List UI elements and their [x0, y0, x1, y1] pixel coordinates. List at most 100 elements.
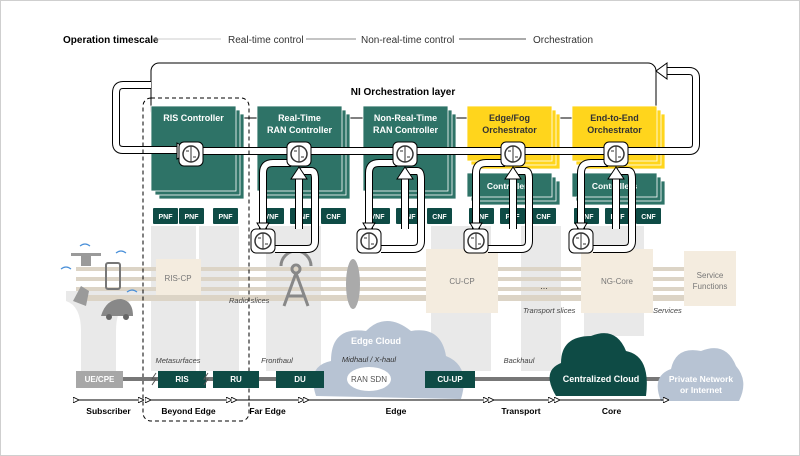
control-arrowhead	[504, 166, 522, 180]
network-function-label: PNF	[185, 214, 200, 221]
ran-sdn-label: RAN SDN	[351, 375, 387, 384]
services-label: Services	[653, 306, 682, 315]
ru-label: RU	[230, 375, 242, 384]
brain-icon	[364, 233, 374, 249]
network-function-box	[213, 208, 238, 224]
cu-cp-label: CU-CP	[449, 277, 474, 286]
region-label: Beyond Edge	[161, 406, 216, 416]
ue-node	[76, 371, 123, 388]
phone-icon	[105, 262, 121, 290]
control-link	[366, 160, 397, 229]
beyond-edge-dashed-outline	[142, 97, 250, 422]
timescale-realtime: Real-time control	[228, 35, 304, 46]
controller-title: Non-Real-Time	[374, 113, 437, 123]
network-function-box	[531, 208, 556, 224]
timescale-orchestration: Orchestration	[533, 35, 593, 46]
brain-icon	[611, 146, 621, 162]
service-functions-label: Functions	[693, 282, 728, 291]
control-arrowhead	[607, 166, 625, 180]
edge-cloud-label: Edge Cloud	[351, 336, 401, 346]
brain-icon	[258, 233, 268, 249]
orchestration-label: NI Orchestration layer	[351, 87, 456, 98]
drone-icon	[71, 253, 101, 256]
centralized-cloud-label: Centralized Cloud	[563, 374, 640, 384]
drone-icon	[81, 256, 91, 266]
network-function-label: VNF	[265, 214, 280, 221]
robot-arm-icon	[73, 286, 89, 306]
region-label: Far Edge	[249, 406, 286, 416]
centralized-cloud	[549, 333, 647, 396]
controller-title: RAN Controller	[267, 125, 332, 135]
ris-cp-box	[156, 259, 201, 295]
network-function-label: VNF	[371, 214, 386, 221]
network-function-label: VNF	[475, 214, 490, 221]
brain-icon	[508, 146, 518, 162]
control-arrowhead	[362, 222, 376, 234]
midhaul-label: Midhaul / X-haul	[342, 355, 397, 364]
control-link	[578, 160, 608, 229]
region-label: Core	[602, 406, 622, 416]
ellipsis: ...	[540, 281, 548, 291]
network-function-label: CNF	[432, 214, 447, 221]
cu-cp-box	[426, 249, 498, 313]
control-arrowhead	[396, 166, 414, 180]
service-functions-box	[684, 251, 736, 306]
control-arrowhead	[256, 222, 270, 234]
device-icons	[71, 253, 133, 320]
controller-title: End-to-End	[590, 113, 639, 123]
du-label: DU	[294, 375, 306, 384]
network-function-box	[153, 208, 178, 224]
fronthaul-label: Fronthaul	[261, 356, 293, 365]
transport-slices-label: Transport slices	[523, 306, 576, 315]
service-functions-label: Service	[697, 271, 724, 280]
network-function-label: CNF	[536, 214, 551, 221]
region-label: Edge	[386, 406, 407, 416]
ran-sdn-cloud	[347, 367, 391, 391]
ris-cp-label: RIS-CP	[164, 274, 191, 283]
brain-icon	[471, 233, 481, 249]
controller-title: Orchestrator	[482, 125, 537, 135]
wireless-bolt-icon	[151, 372, 209, 386]
ris-label: RIS	[175, 375, 189, 384]
private-network-cloud	[657, 348, 744, 401]
controller-title: Real-Time	[278, 113, 321, 123]
cu-up-label: CU-UP	[437, 375, 463, 384]
cu-up-node	[425, 371, 475, 388]
controller-title: Edge/Fog	[489, 113, 530, 123]
metasurfaces-label: Metasurfaces	[155, 356, 200, 365]
private-network-label: or Internet	[680, 385, 722, 395]
region-label: Transport	[501, 406, 540, 416]
controller-title: RAN Controller	[373, 125, 438, 135]
brain-icon	[400, 146, 410, 162]
car-icon	[101, 299, 133, 316]
network-function-box	[179, 208, 204, 224]
network-function-label: CNF	[641, 214, 656, 221]
network-function-box	[321, 208, 346, 224]
network-function-box	[636, 208, 661, 224]
network-function-label: VNF	[580, 214, 595, 221]
brain-icon	[576, 233, 586, 249]
control-arrowhead	[469, 222, 483, 234]
ng-core-label: NG-Core	[601, 277, 634, 286]
region-label: Subscriber	[86, 406, 131, 416]
controller-title: RIS Controller	[163, 113, 224, 123]
ris-node	[158, 371, 206, 388]
backhaul-label: Backhaul	[504, 356, 535, 365]
network-function-label: PNF	[159, 214, 174, 221]
brain-icon	[186, 146, 196, 162]
wifi-icons	[60, 243, 138, 293]
control-link	[260, 160, 291, 229]
control-arrowhead	[574, 222, 588, 234]
control-link	[473, 160, 505, 229]
timescale-nonrealtime: Non-real-time control	[361, 35, 454, 46]
loop-arrowhead	[655, 62, 668, 80]
timescale-title: Operation timescale	[63, 35, 159, 46]
network-function-label: PNF	[219, 214, 234, 221]
network-function-box	[427, 208, 452, 224]
ru-node	[213, 371, 259, 388]
controller-title: Orchestrator	[587, 125, 642, 135]
control-arrowhead	[290, 166, 308, 180]
ue-label: UE/CPE	[85, 375, 115, 384]
